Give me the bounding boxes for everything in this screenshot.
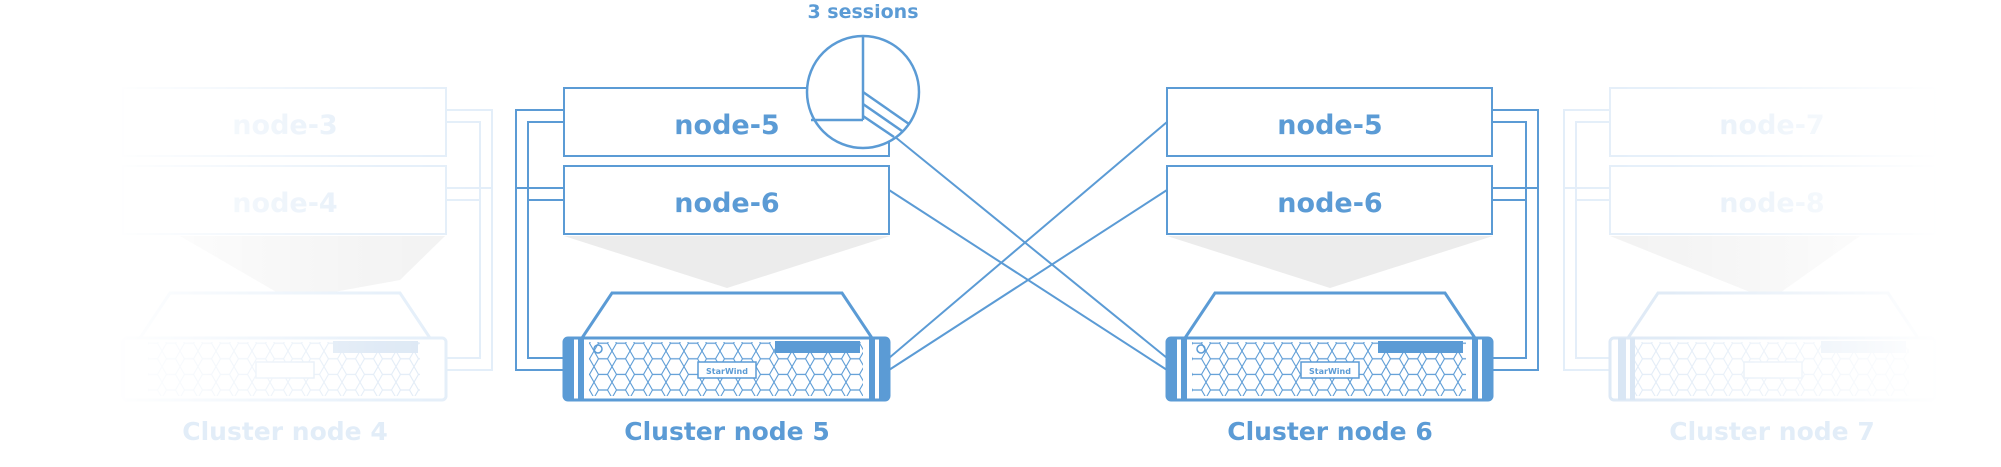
node-box-node-6 [563, 165, 890, 235]
cross-links [888, 121, 1168, 371]
fade-overlay [1560, 80, 1940, 410]
projection-wedge [1167, 236, 1493, 288]
cluster-label: Cluster node 5 [624, 417, 829, 446]
connector-line [527, 121, 564, 359]
connector-line [1492, 109, 1539, 371]
server-chassis-icon: StarWind [1165, 291, 1494, 402]
cluster-label: Cluster node 7 [1669, 417, 1874, 446]
connector-line [1492, 121, 1527, 359]
server-chassis-icon: StarWind [562, 291, 891, 402]
cluster-label: Cluster node 6 [1227, 417, 1432, 446]
node-label: node-5 [1277, 110, 1382, 141]
cluster-5: node-5 node-6 StarWind Cluster node 5 [515, 87, 891, 446]
link-line [888, 131, 1168, 359]
link-line [888, 189, 1168, 371]
node-box-node-6 [1166, 165, 1493, 235]
cluster-label: Cluster node 4 [182, 417, 387, 446]
node-label: node-6 [1277, 188, 1382, 219]
cluster-4: node-3 node-4 Cluster node 4 [110, 80, 493, 446]
cluster-7: node-7 node-8 Cluster node 7 [1560, 80, 1940, 446]
node-label: node-5 [674, 110, 779, 141]
session-pie-icon [805, 34, 921, 150]
connector-line [515, 109, 564, 371]
node-box-node-5 [1166, 87, 1493, 157]
fade-overlay [110, 80, 490, 410]
cluster-6: node-5 node-6 StarWind Cluster node 6 [1165, 87, 1539, 446]
sessions-label: 3 sessions [807, 1, 918, 23]
projection-wedge [564, 236, 890, 288]
link-line [888, 121, 1168, 359]
server-brand: StarWind [706, 367, 748, 376]
node-label: node-6 [674, 188, 779, 219]
server-brand: StarWind [1309, 367, 1351, 376]
